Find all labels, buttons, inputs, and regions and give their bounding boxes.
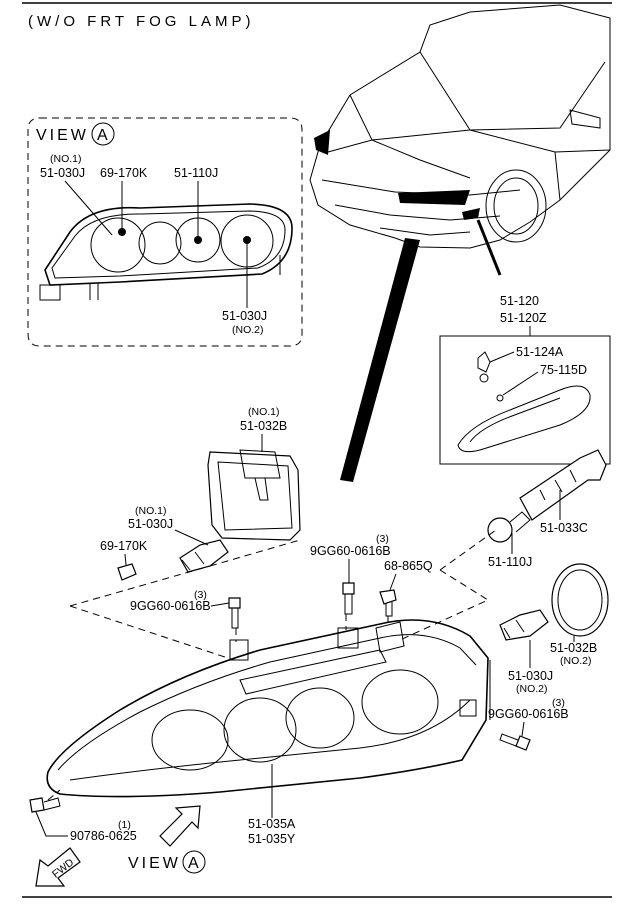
inset-no2-part: 51-030J [222, 309, 267, 323]
inset-headlamp-rear [39, 203, 293, 301]
small-bulb-part: 69-170K [100, 539, 148, 553]
bulb-no1-part: 51-030J [128, 517, 173, 531]
leader-dash-5 [399, 569, 490, 641]
dust-cap-no2 [551, 563, 609, 637]
leader-dash-1 [69, 565, 211, 607]
dust-cap-no1 [207, 449, 301, 541]
inset-socket-part: 69-170K [100, 166, 148, 180]
leader-dash-7 [47, 789, 61, 801]
marker-part-a: 51-120 [500, 294, 539, 308]
marker-screw-part: 75-115D [540, 363, 587, 377]
bolt-left-qty: (3) [194, 589, 207, 601]
bolt-right [499, 733, 531, 751]
inset-no1-qualifier: (NO.1) [50, 153, 82, 165]
cap-no2-part: 51-032B [550, 641, 597, 655]
marker-part-b: 51-120Z [500, 311, 547, 325]
inset-no1-leader [64, 180, 113, 236]
footer-view-label: VIEW [128, 855, 181, 872]
headlamp-assembly [46, 619, 491, 798]
leader-dash-6 [235, 614, 389, 642]
bulb-no2 [499, 609, 549, 641]
clip [379, 589, 397, 617]
bulb-no2-qualifier: (NO.2) [516, 683, 548, 695]
small-bulb [117, 563, 137, 581]
car-wireframe [309, 4, 611, 482]
marker-screw-shape [496, 394, 504, 402]
socket-bulb [519, 449, 607, 521]
fwd-arrow: FWD [35, 847, 81, 887]
bulb-no1 [179, 539, 229, 573]
side-marker-box: 51-120 51-120Z 51-124A 75-115D [439, 294, 611, 465]
bolt-center-part: 9GG60-0616B [310, 544, 391, 558]
clip-part: 68-865Q [384, 559, 433, 573]
assy-part-b: 51-035Y [248, 832, 296, 846]
inset-border [27, 117, 303, 347]
leader-dash-3 [209, 539, 301, 567]
bulb-no1-qualifier: (NO.1) [135, 505, 167, 517]
marker-frame [439, 335, 611, 465]
center-bulb [487, 511, 531, 543]
bolt-left-part: 9GG60-0616B [130, 599, 211, 613]
inset-center-part: 51-110J [174, 166, 218, 180]
bolt-right-qty: (3) [552, 697, 565, 709]
marker-bulb-part: 51-124A [516, 345, 564, 359]
view-a-inset: VIEW A (NO.1) 51-030J 69-170K 51-110J 51… [27, 117, 303, 347]
screw-part: 90786-0625 [70, 829, 137, 843]
leader-dash-2 [69, 605, 235, 661]
side-marker-lamp [457, 385, 591, 453]
cap-no2-qualifier: (NO.2) [560, 655, 592, 667]
socket-bulb-part: 51-033C [540, 521, 588, 535]
bulb-no2-part: 51-030J [508, 669, 553, 683]
inset-no1-part: 51-030J [40, 166, 85, 180]
front-screw [29, 797, 61, 813]
screw-qty: (1) [118, 819, 131, 831]
cap-no1-part: 51-032B [240, 419, 287, 433]
bolt-center [342, 582, 355, 615]
bolt-right-part: 9GG60-0616B [488, 707, 569, 721]
inset-no2-qualifier: (NO.2) [232, 324, 264, 336]
inset-view-marker: A [97, 127, 111, 144]
bolt-center-qty: (3) [376, 533, 389, 545]
diagram-header: (W/O FRT FOG LAMP) [28, 13, 254, 30]
footer-view-marker: A [188, 855, 202, 872]
cap-no1-qualifier: (NO.1) [248, 406, 280, 418]
inset-view-title: VIEW [36, 127, 89, 144]
center-bulb-part: 51-110J [488, 555, 532, 569]
inset-view-marker-circle [91, 122, 115, 146]
footer-view-marker-circle [182, 850, 206, 874]
assy-part-a: 51-035A [248, 817, 296, 831]
bolt-left [228, 597, 241, 629]
marker-bulb-shape [477, 351, 491, 373]
view-direction-arrow [159, 805, 201, 847]
